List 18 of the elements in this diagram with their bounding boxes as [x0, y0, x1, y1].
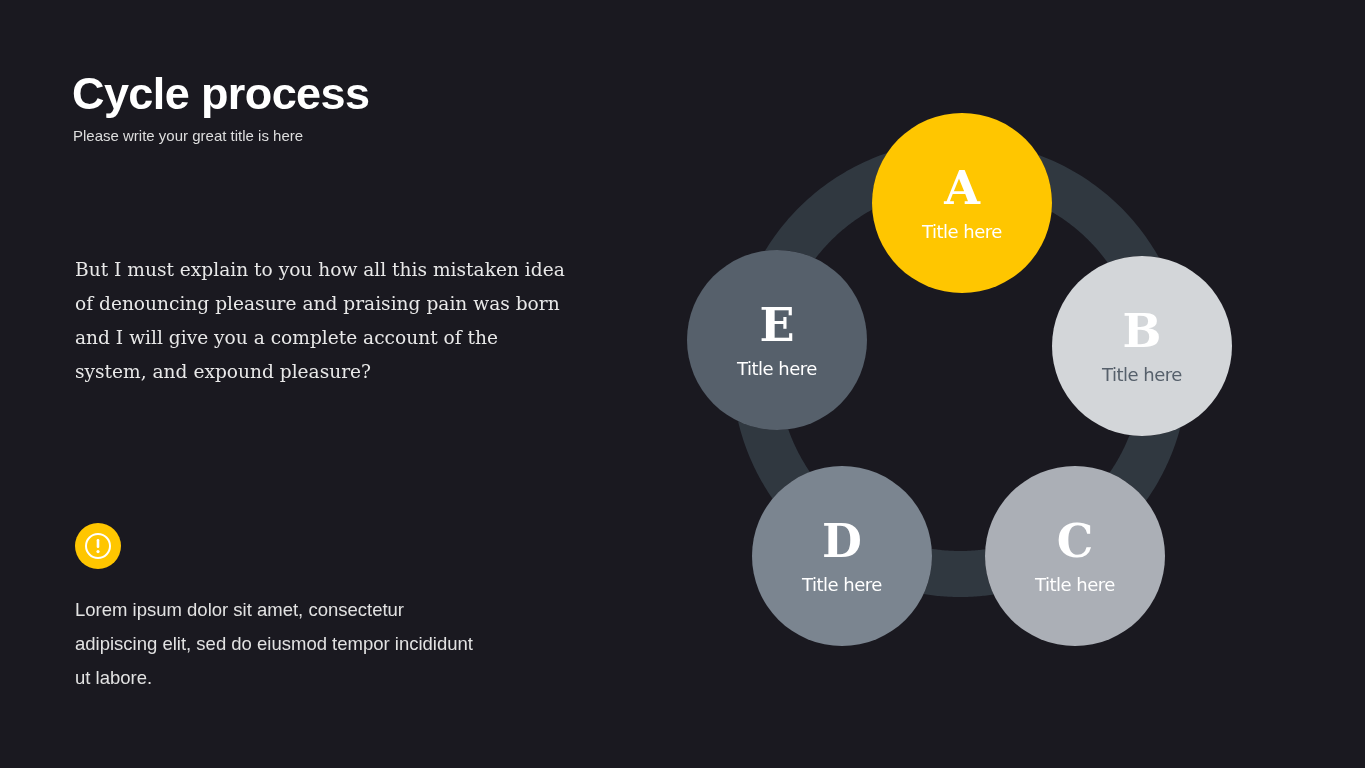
ring-segment [1037, 154, 1159, 263]
slide-title: Cycle process [72, 70, 370, 118]
ring-segment [923, 548, 994, 597]
ring-segment [765, 152, 888, 259]
body-paragraph: But I must explain to you how all this mistaken idea of denouncing pleasure and praising pain was born and I will give you a complete account of the system, and expound pleasure? [75, 258, 566, 384]
step-title: Title here [922, 219, 1002, 243]
ring-segment [1109, 427, 1181, 501]
step-letter: C [1056, 516, 1094, 565]
step-title: Title here [737, 356, 817, 380]
step-letter: D [822, 516, 862, 565]
ring-segment [738, 421, 810, 499]
note-paragraph: Lorem ipsum dolor sit amet, consectetur adipiscing elit, sed do eiusmod tempor incididunt ut labore. [75, 598, 474, 690]
subtitle: Please write your great title is here [73, 126, 305, 146]
step-letter: E [759, 300, 795, 349]
step-title: Title here [802, 572, 882, 596]
step-letter: A [944, 163, 980, 212]
step-title: Title here [1102, 362, 1182, 386]
step-title: Title here [1035, 572, 1115, 596]
